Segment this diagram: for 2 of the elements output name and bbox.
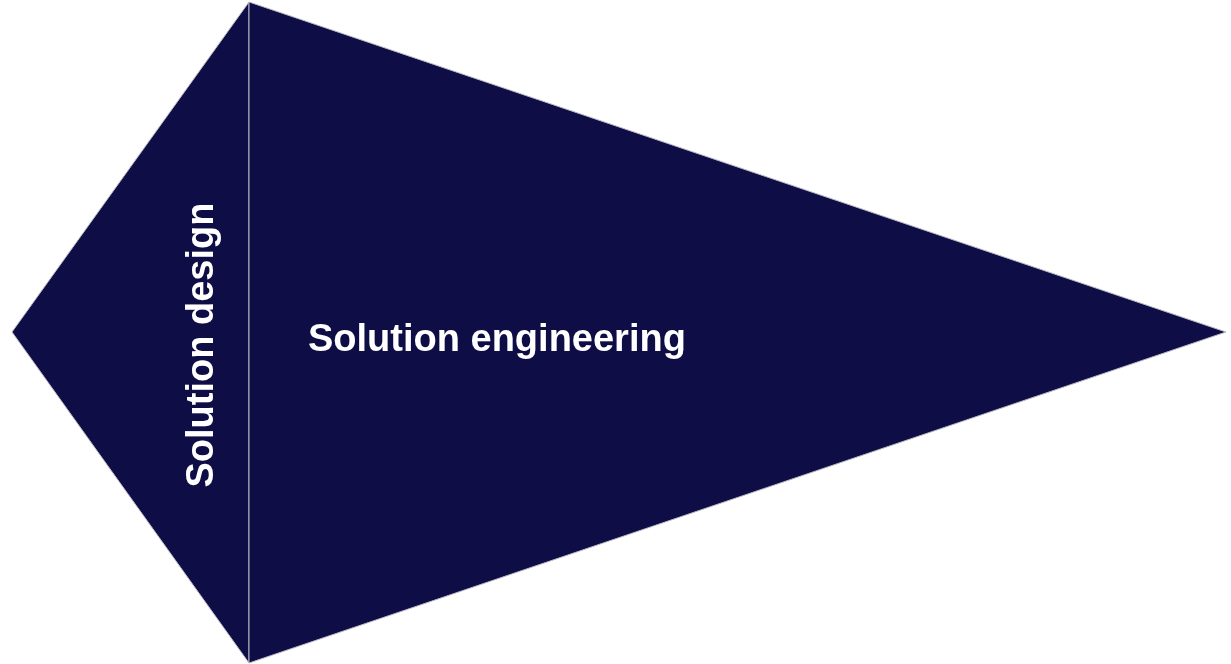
phase-label: Solution engineering [308, 316, 686, 360]
phase-label: Solution design [178, 202, 222, 488]
